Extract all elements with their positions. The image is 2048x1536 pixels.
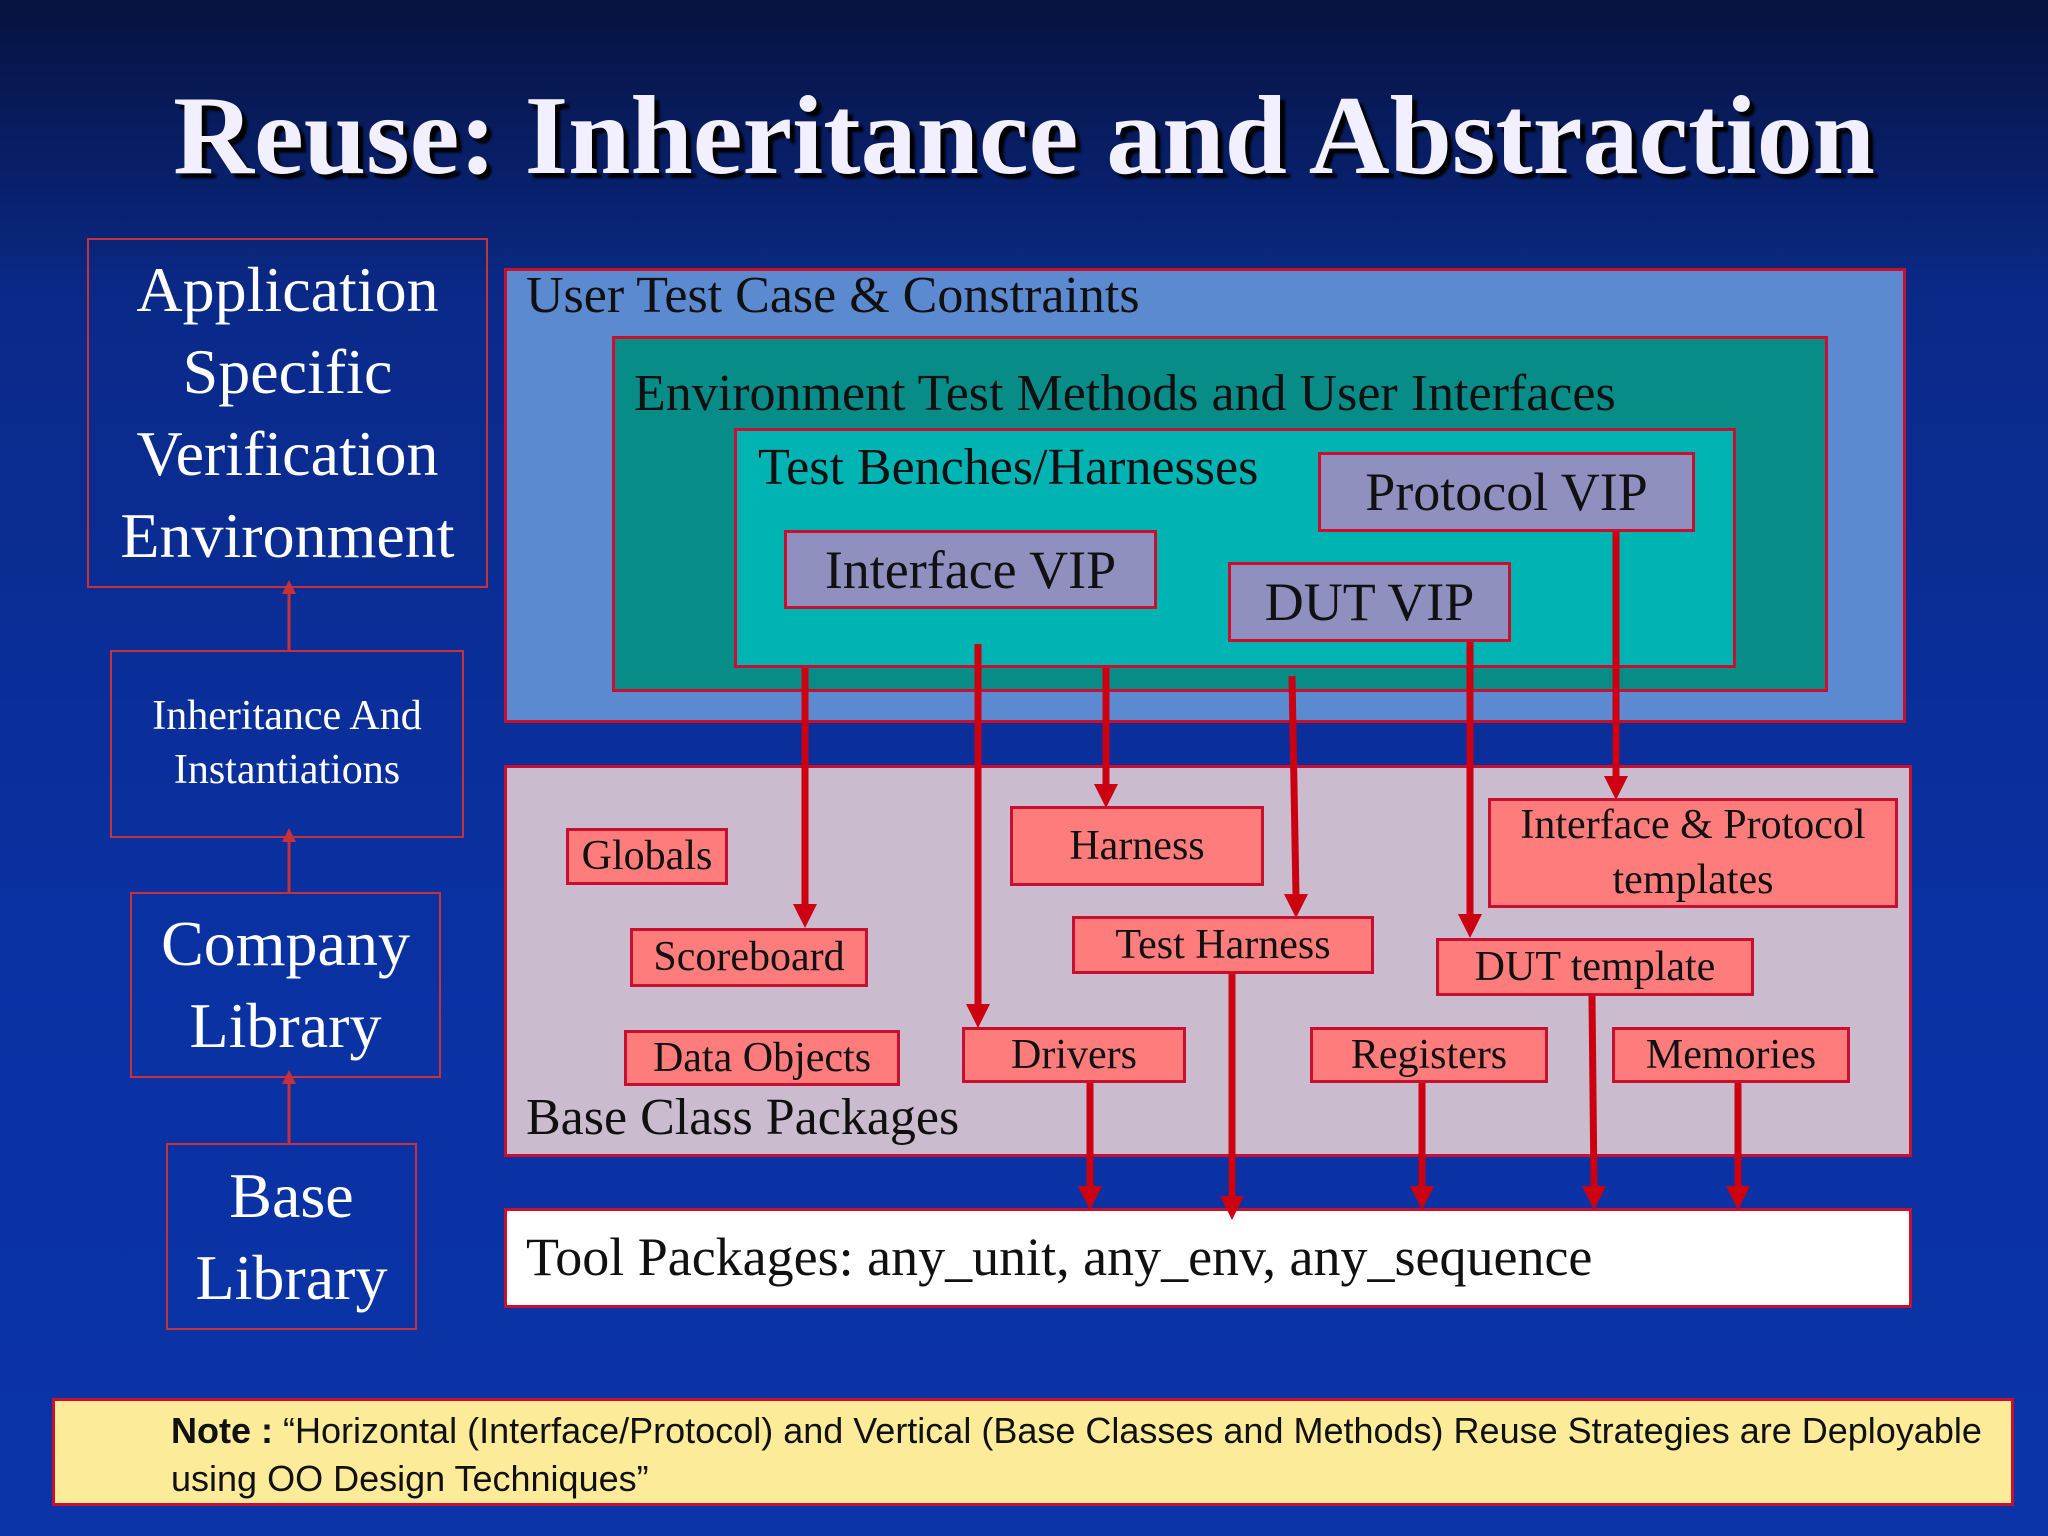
- interface-protocol-templates-box: Interface & Protocol templates: [1488, 798, 1898, 908]
- dut-vip-label: DUT VIP: [1264, 572, 1475, 632]
- data-objects-label: Data Objects: [652, 1034, 872, 1081]
- harness-label: Harness: [1069, 822, 1205, 869]
- memories-label: Memories: [1645, 1031, 1817, 1078]
- protocol-vip-label: Protocol VIP: [1365, 462, 1648, 522]
- arrowhead-harness: [1094, 784, 1118, 808]
- globals-label: Globals: [581, 833, 713, 880]
- arrow-dut-template-to-tool-packages: [1588, 995, 1598, 1191]
- scoreboard-label: Scoreboard: [653, 934, 845, 981]
- inheritance-label: Inheritance And Instantiations: [152, 693, 422, 793]
- company-library-label: Company Library: [161, 908, 410, 1061]
- test-harness-box: Test Harness: [1072, 916, 1374, 974]
- company-connector-arrowhead: [282, 828, 296, 842]
- base-class-label: Base Class Packages: [526, 1089, 960, 1146]
- environment-label: Environment Test Methods and User Interf…: [634, 365, 1616, 422]
- note-label: Note :: [171, 1410, 273, 1451]
- dut-vip-box: DUT VIP: [1228, 562, 1511, 642]
- application-environment-label: Application Specific Verification Enviro…: [120, 254, 455, 571]
- arrowhead-tool-memories: [1726, 1186, 1750, 1210]
- note-text: “Horizontal (Interface/Protocol) and Ver…: [171, 1410, 1982, 1499]
- arrow-env-to-test-harness: [1288, 675, 1300, 897]
- drivers-label: Drivers: [1011, 1031, 1137, 1078]
- arrowhead-dut-template: [1458, 914, 1482, 938]
- slide-title: Reuse: Inheritance and Abstraction: [173, 74, 1875, 198]
- arrowhead-tool-registers: [1410, 1186, 1434, 1210]
- test-harness-label: Test Harness: [1115, 921, 1331, 968]
- inheritance-connector-arrowhead: [282, 580, 296, 594]
- data-objects-box: Data Objects: [624, 1030, 900, 1086]
- note-box: Note : “Horizontal (Interface/Protocol) …: [52, 1398, 2014, 1506]
- base-library-label: Base Library: [195, 1159, 388, 1313]
- test-benches-label: Test Benches/Harnesses: [758, 439, 1259, 496]
- interface-vip-box: Interface VIP: [784, 530, 1157, 609]
- arrowhead-tool-dut-template: [1582, 1186, 1606, 1210]
- base-library-box: Base Library: [166, 1143, 417, 1330]
- arrowhead-templates: [1604, 776, 1628, 800]
- interface-vip-label: Interface VIP: [824, 539, 1117, 600]
- interface-protocol-templates-label: Interface & Protocol templates: [1520, 802, 1866, 903]
- arrowhead-drivers: [966, 1004, 990, 1028]
- user-test-case-label: User Test Case & Constraints: [526, 267, 1140, 324]
- memories-box: Memories: [1612, 1027, 1850, 1083]
- registers-label: Registers: [1350, 1031, 1508, 1078]
- harness-box: Harness: [1010, 806, 1264, 886]
- tool-packages-label: Tool Packages: any_unit, any_env, any_se…: [526, 1227, 1593, 1287]
- dut-template-label: DUT template: [1474, 943, 1716, 990]
- dut-template-box: DUT template: [1436, 938, 1754, 996]
- protocol-vip-box: Protocol VIP: [1318, 452, 1695, 532]
- registers-box: Registers: [1310, 1027, 1548, 1083]
- arrowhead-test-harness: [1284, 894, 1308, 918]
- scoreboard-box: Scoreboard: [630, 928, 868, 987]
- arrowhead-scoreboard: [793, 904, 817, 928]
- base-connector-arrowhead: [282, 1070, 296, 1084]
- application-environment-box: Application Specific Verification Enviro…: [87, 238, 488, 588]
- globals-box: Globals: [566, 828, 728, 885]
- arrowhead-tool-test-harness: [1220, 1196, 1244, 1220]
- inheritance-box: Inheritance And Instantiations: [110, 650, 464, 838]
- tool-packages-box: [504, 1208, 1912, 1308]
- arrowhead-tool-drivers: [1078, 1186, 1102, 1210]
- drivers-box: Drivers: [962, 1027, 1186, 1083]
